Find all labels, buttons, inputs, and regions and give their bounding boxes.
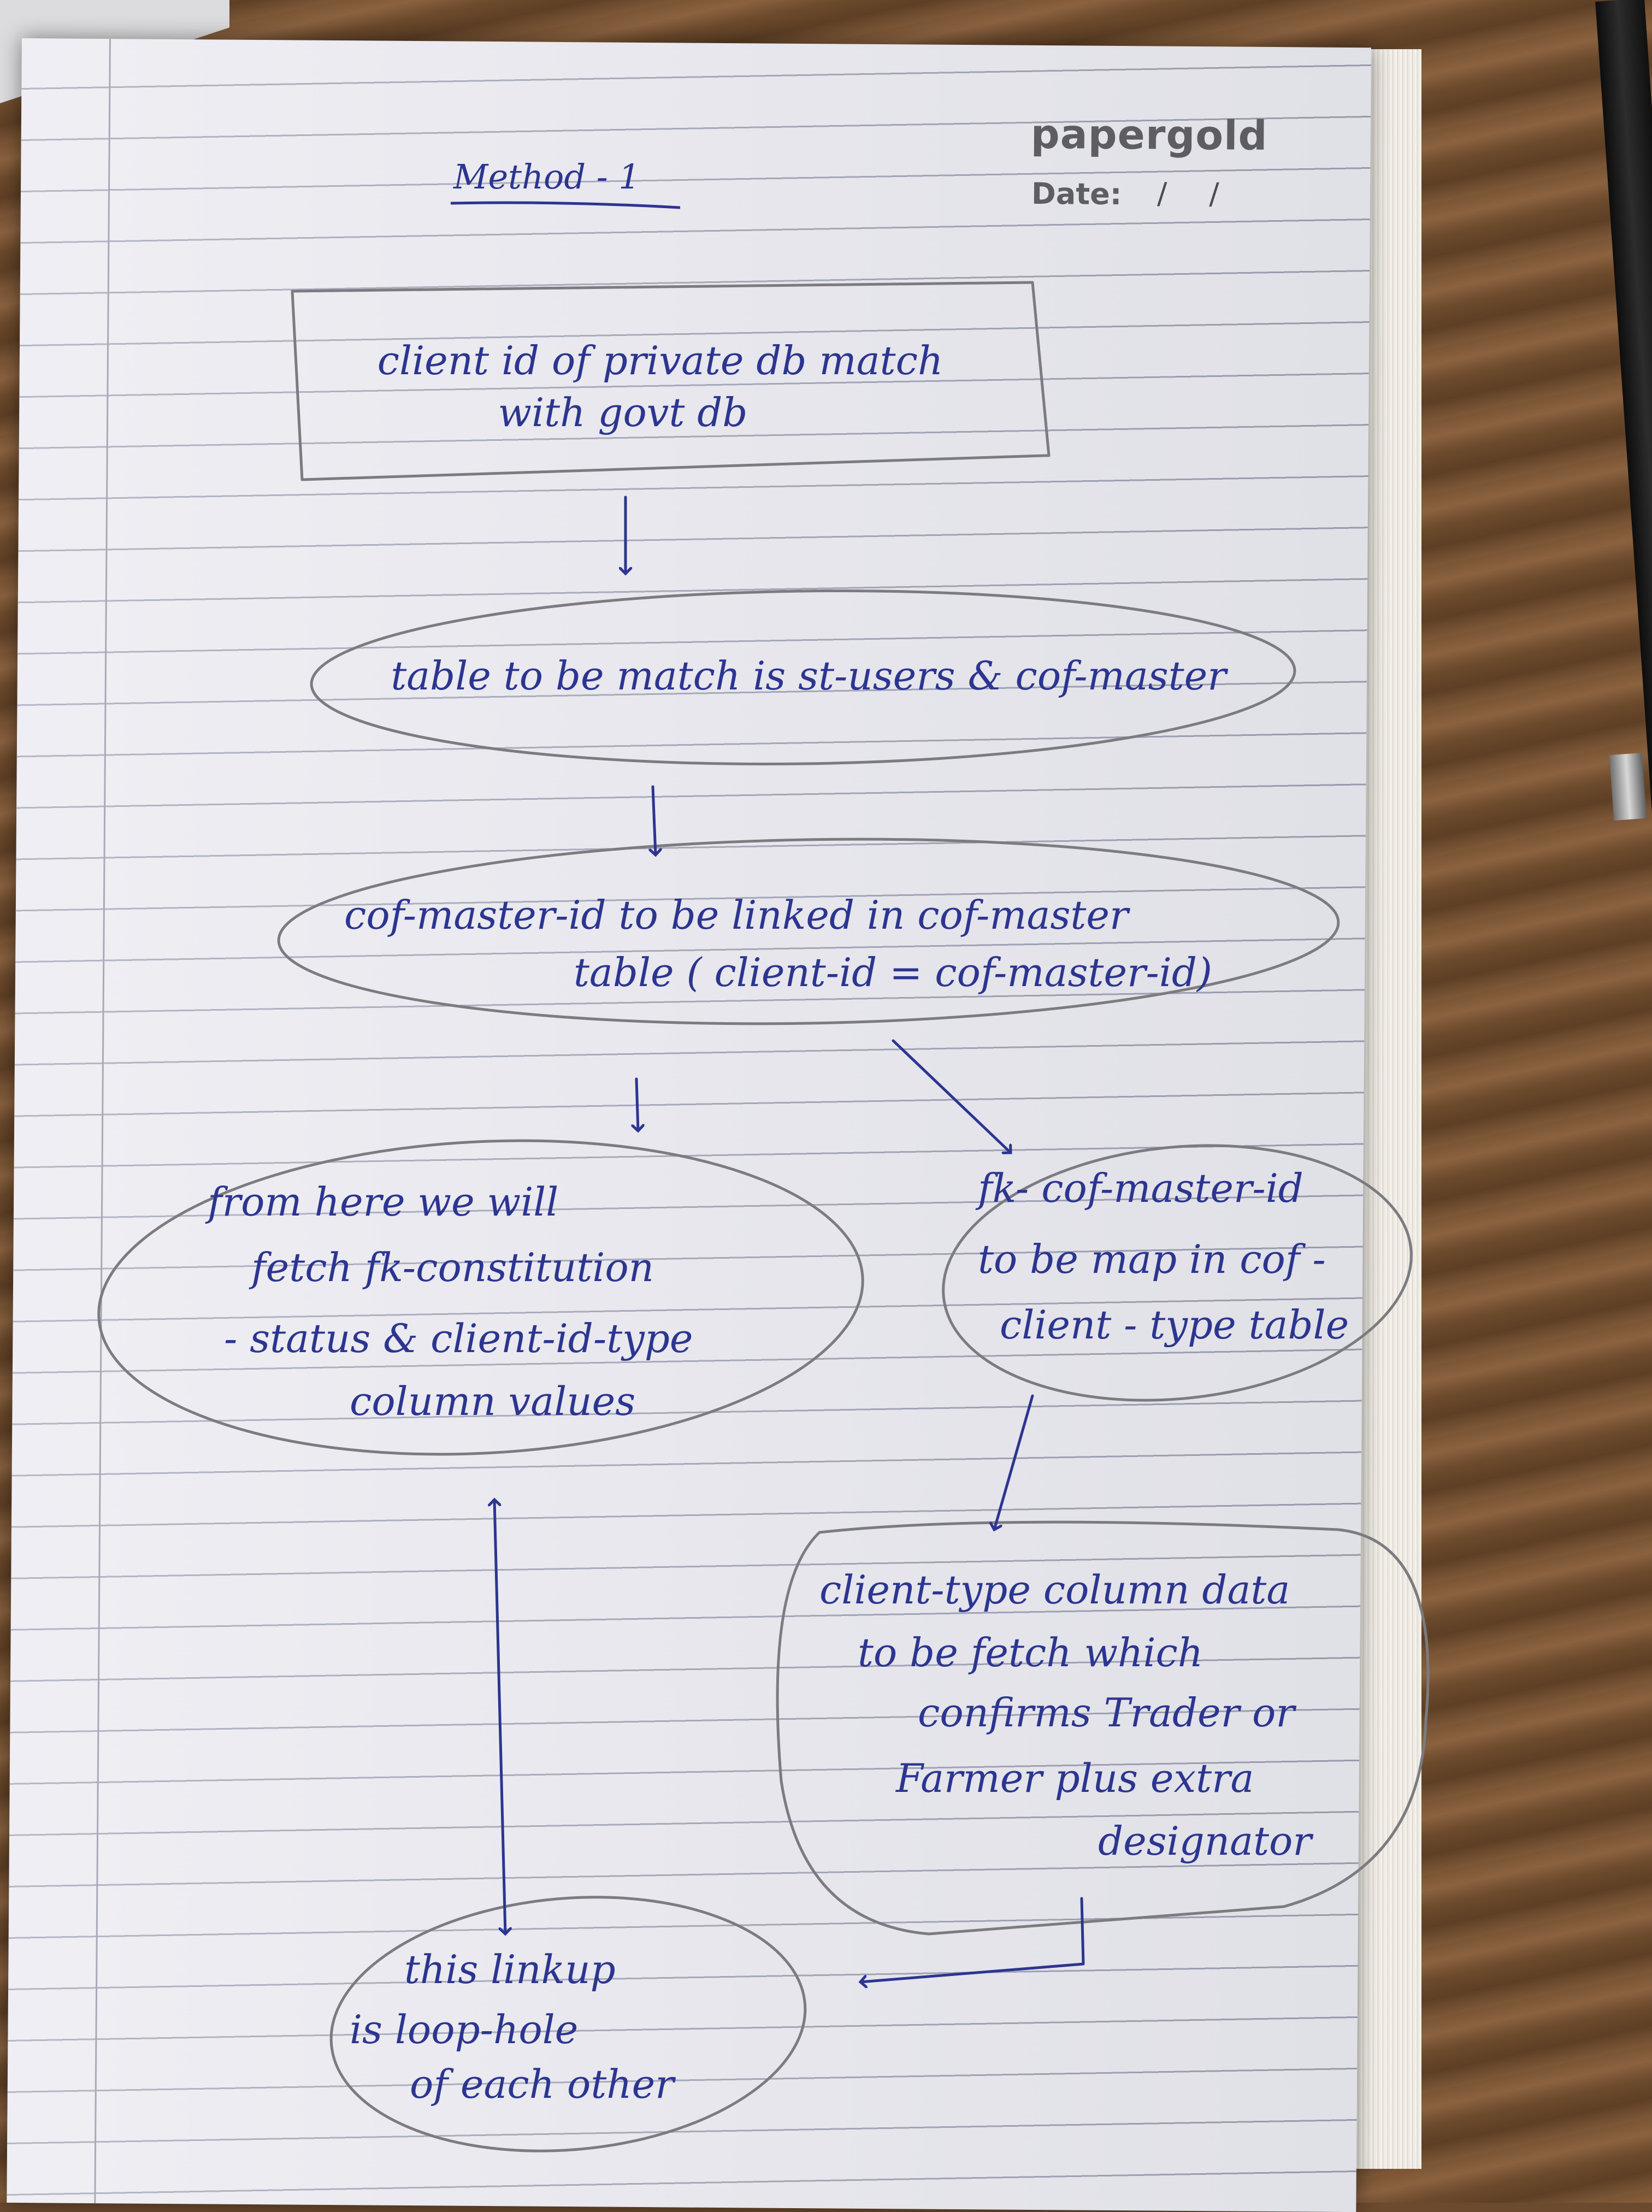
- node-text-line: table ( client-id = cof-master-id): [574, 949, 1212, 995]
- node-shape-fetch-constitution: [97, 1139, 864, 1456]
- node-text-line: table to be match is st-users & cof-mast…: [391, 653, 1228, 699]
- node-shape-client-type-data: [776, 1520, 1430, 1936]
- node-text-loop-hole: this linkup is loop-hole of each other: [350, 1946, 676, 2107]
- node-text-table-match: table to be match is st-users & cof-mast…: [391, 653, 1228, 699]
- node-text-private-db-match: client id of private db match with govt …: [377, 338, 955, 435]
- arrow-n3-to-n5: [892, 1039, 1011, 1153]
- node-text-line: confirms Trader or: [918, 1690, 1296, 1736]
- node-text-line: to be fetch which: [858, 1630, 1203, 1676]
- title-underline: [450, 201, 681, 209]
- arrow-n4-n7-bidirectional: [494, 1500, 505, 1934]
- node-text-client-type-data: client-type column data to be fetch whic…: [819, 1567, 1313, 1864]
- node-shape-cof-master-link: [277, 837, 1340, 1025]
- arrow-n3-to-n4: [636, 1077, 638, 1131]
- node-text-line: this linkup: [404, 1946, 616, 1992]
- node-text-fk-cof-master: fk- cof-master-id to be map in cof - cli…: [975, 1165, 1349, 1348]
- node-text-line: from here we will: [205, 1179, 558, 1225]
- node-text-line: to be map in cof -: [978, 1236, 1326, 1282]
- node-shape-private-db-match: [291, 281, 1051, 481]
- node-shape-loop-hole: [329, 1896, 807, 2152]
- node-text-line: cof-master-id to be linked in cof-master: [344, 892, 1130, 938]
- node-text-line: fetch fk-constitution: [249, 1244, 654, 1290]
- diagram-title: Method - 1: [453, 157, 640, 197]
- arrow-n5-to-n6: [994, 1394, 1034, 1530]
- node-text-cof-master-link: cof-master-id to be linked in cof-master…: [344, 892, 1212, 995]
- node-shape-fk-cof-master: [942, 1144, 1413, 1402]
- node-text-fetch-constitution: from here we will fetch fk-constitution …: [205, 1179, 705, 1424]
- node-text-line: column values: [350, 1378, 635, 1424]
- node-text-line: - status & client-id-type: [224, 1316, 693, 1361]
- node-text-line: is loop-hole: [350, 2007, 578, 2052]
- node-text-line: client - type table: [1000, 1302, 1349, 1348]
- arrow-n6-to-n7: [860, 1897, 1085, 1982]
- arrow-n2-to-n3: [653, 785, 656, 855]
- node-text-line: designator: [1098, 1818, 1313, 1864]
- node-text-line: with govt db: [498, 390, 748, 435]
- node-text-line: fk- cof-master-id: [975, 1165, 1303, 1211]
- node-text-line: Farmer plus extra: [895, 1755, 1254, 1801]
- node-text-line: of each other: [410, 2061, 676, 2107]
- node-text-line: client id of private db match: [377, 338, 943, 384]
- node-shape-table-match: [310, 589, 1296, 765]
- node-text-line: client-type column data: [819, 1567, 1290, 1613]
